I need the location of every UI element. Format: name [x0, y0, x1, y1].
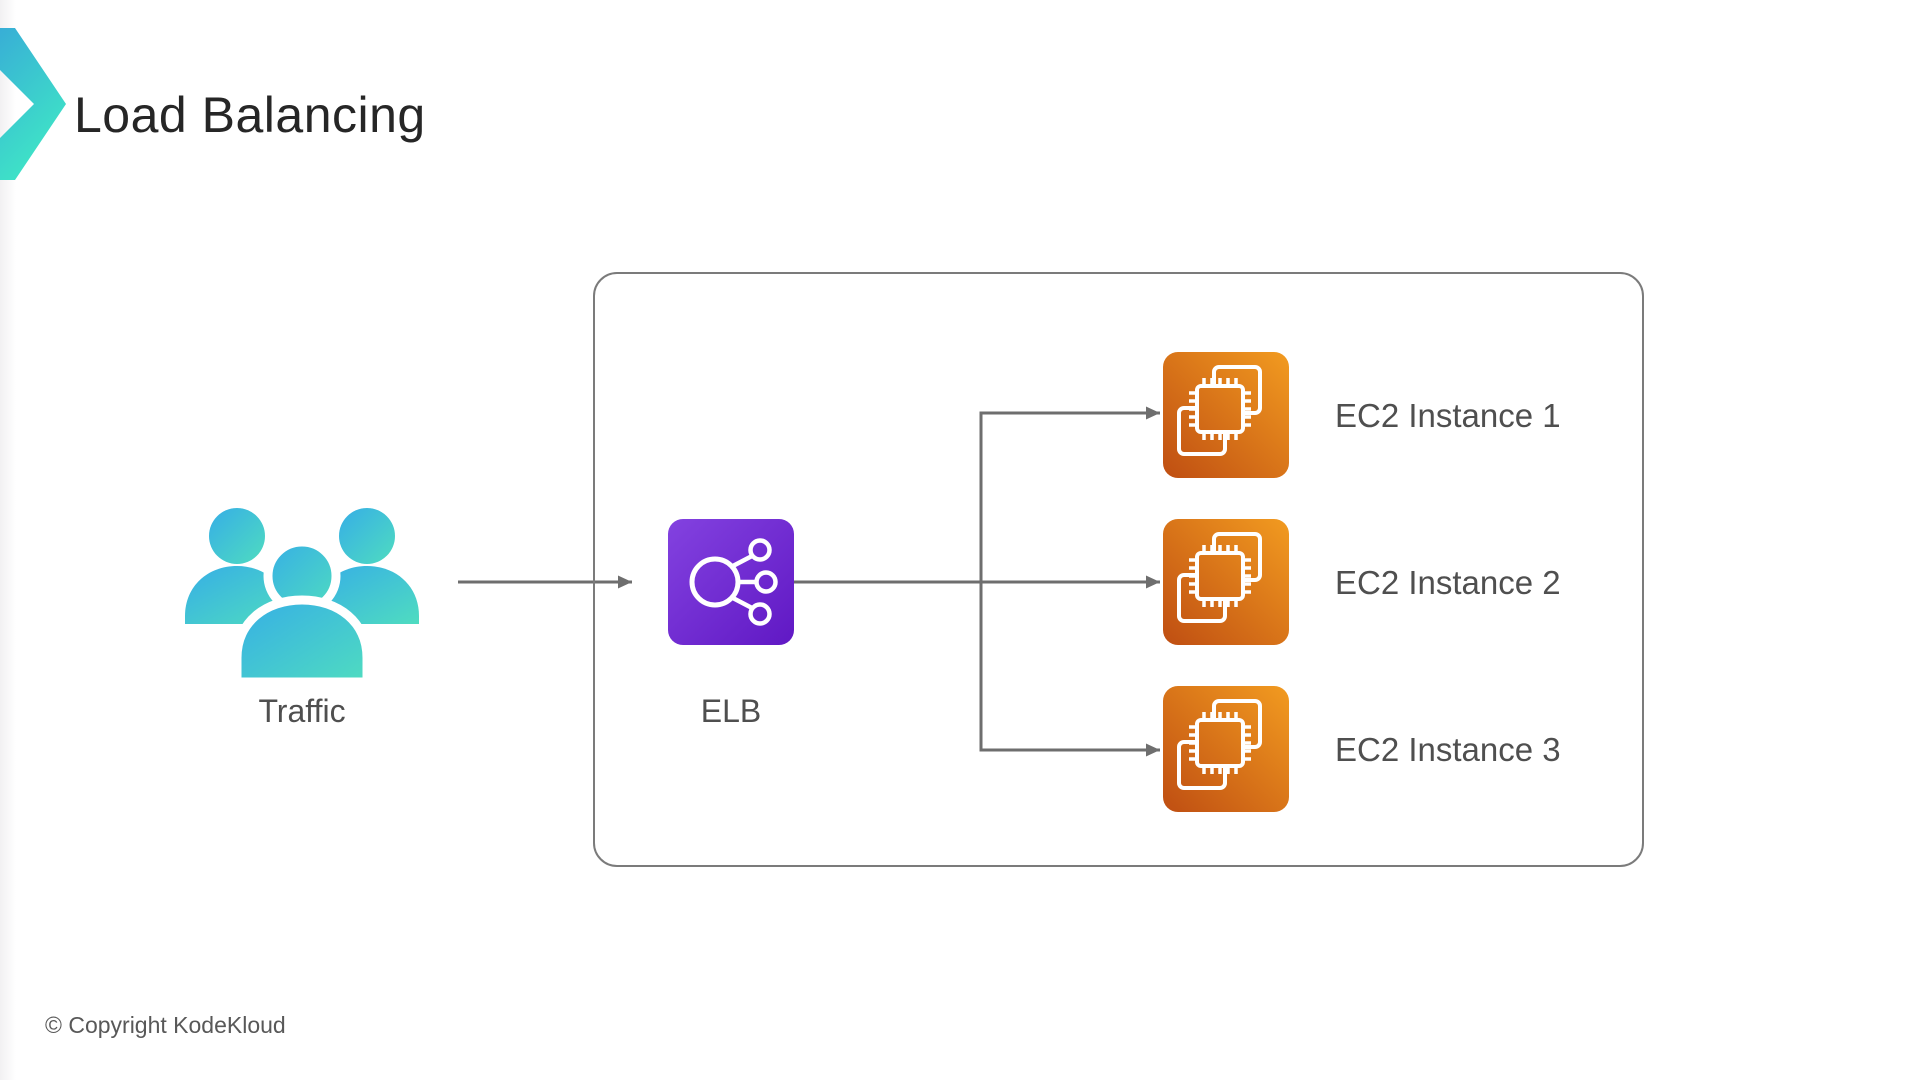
ec2-chip-icon — [1163, 519, 1289, 645]
load-balancer-group-box — [593, 272, 1644, 867]
ec2-instance-2-label: EC2 Instance 2 — [1335, 564, 1561, 601]
ec2-chip-icon — [1163, 686, 1289, 812]
traffic-label: Traffic — [258, 693, 346, 729]
load-balancer-icon — [668, 519, 794, 645]
users-group-icon — [185, 508, 419, 682]
slide-title: Load Balancing — [74, 87, 426, 143]
kodekloud-chevron-logo-icon — [0, 28, 66, 180]
ec2-instance-1-label: EC2 Instance 1 — [1335, 397, 1561, 434]
ec2-chip-icon — [1163, 352, 1289, 478]
elb-label: ELB — [700, 693, 762, 729]
copyright-text: © Copyright KodeKloud — [45, 1012, 286, 1038]
ec2-instance-3-label: EC2 Instance 3 — [1335, 731, 1561, 768]
left-edge-shade — [0, 0, 16, 1080]
